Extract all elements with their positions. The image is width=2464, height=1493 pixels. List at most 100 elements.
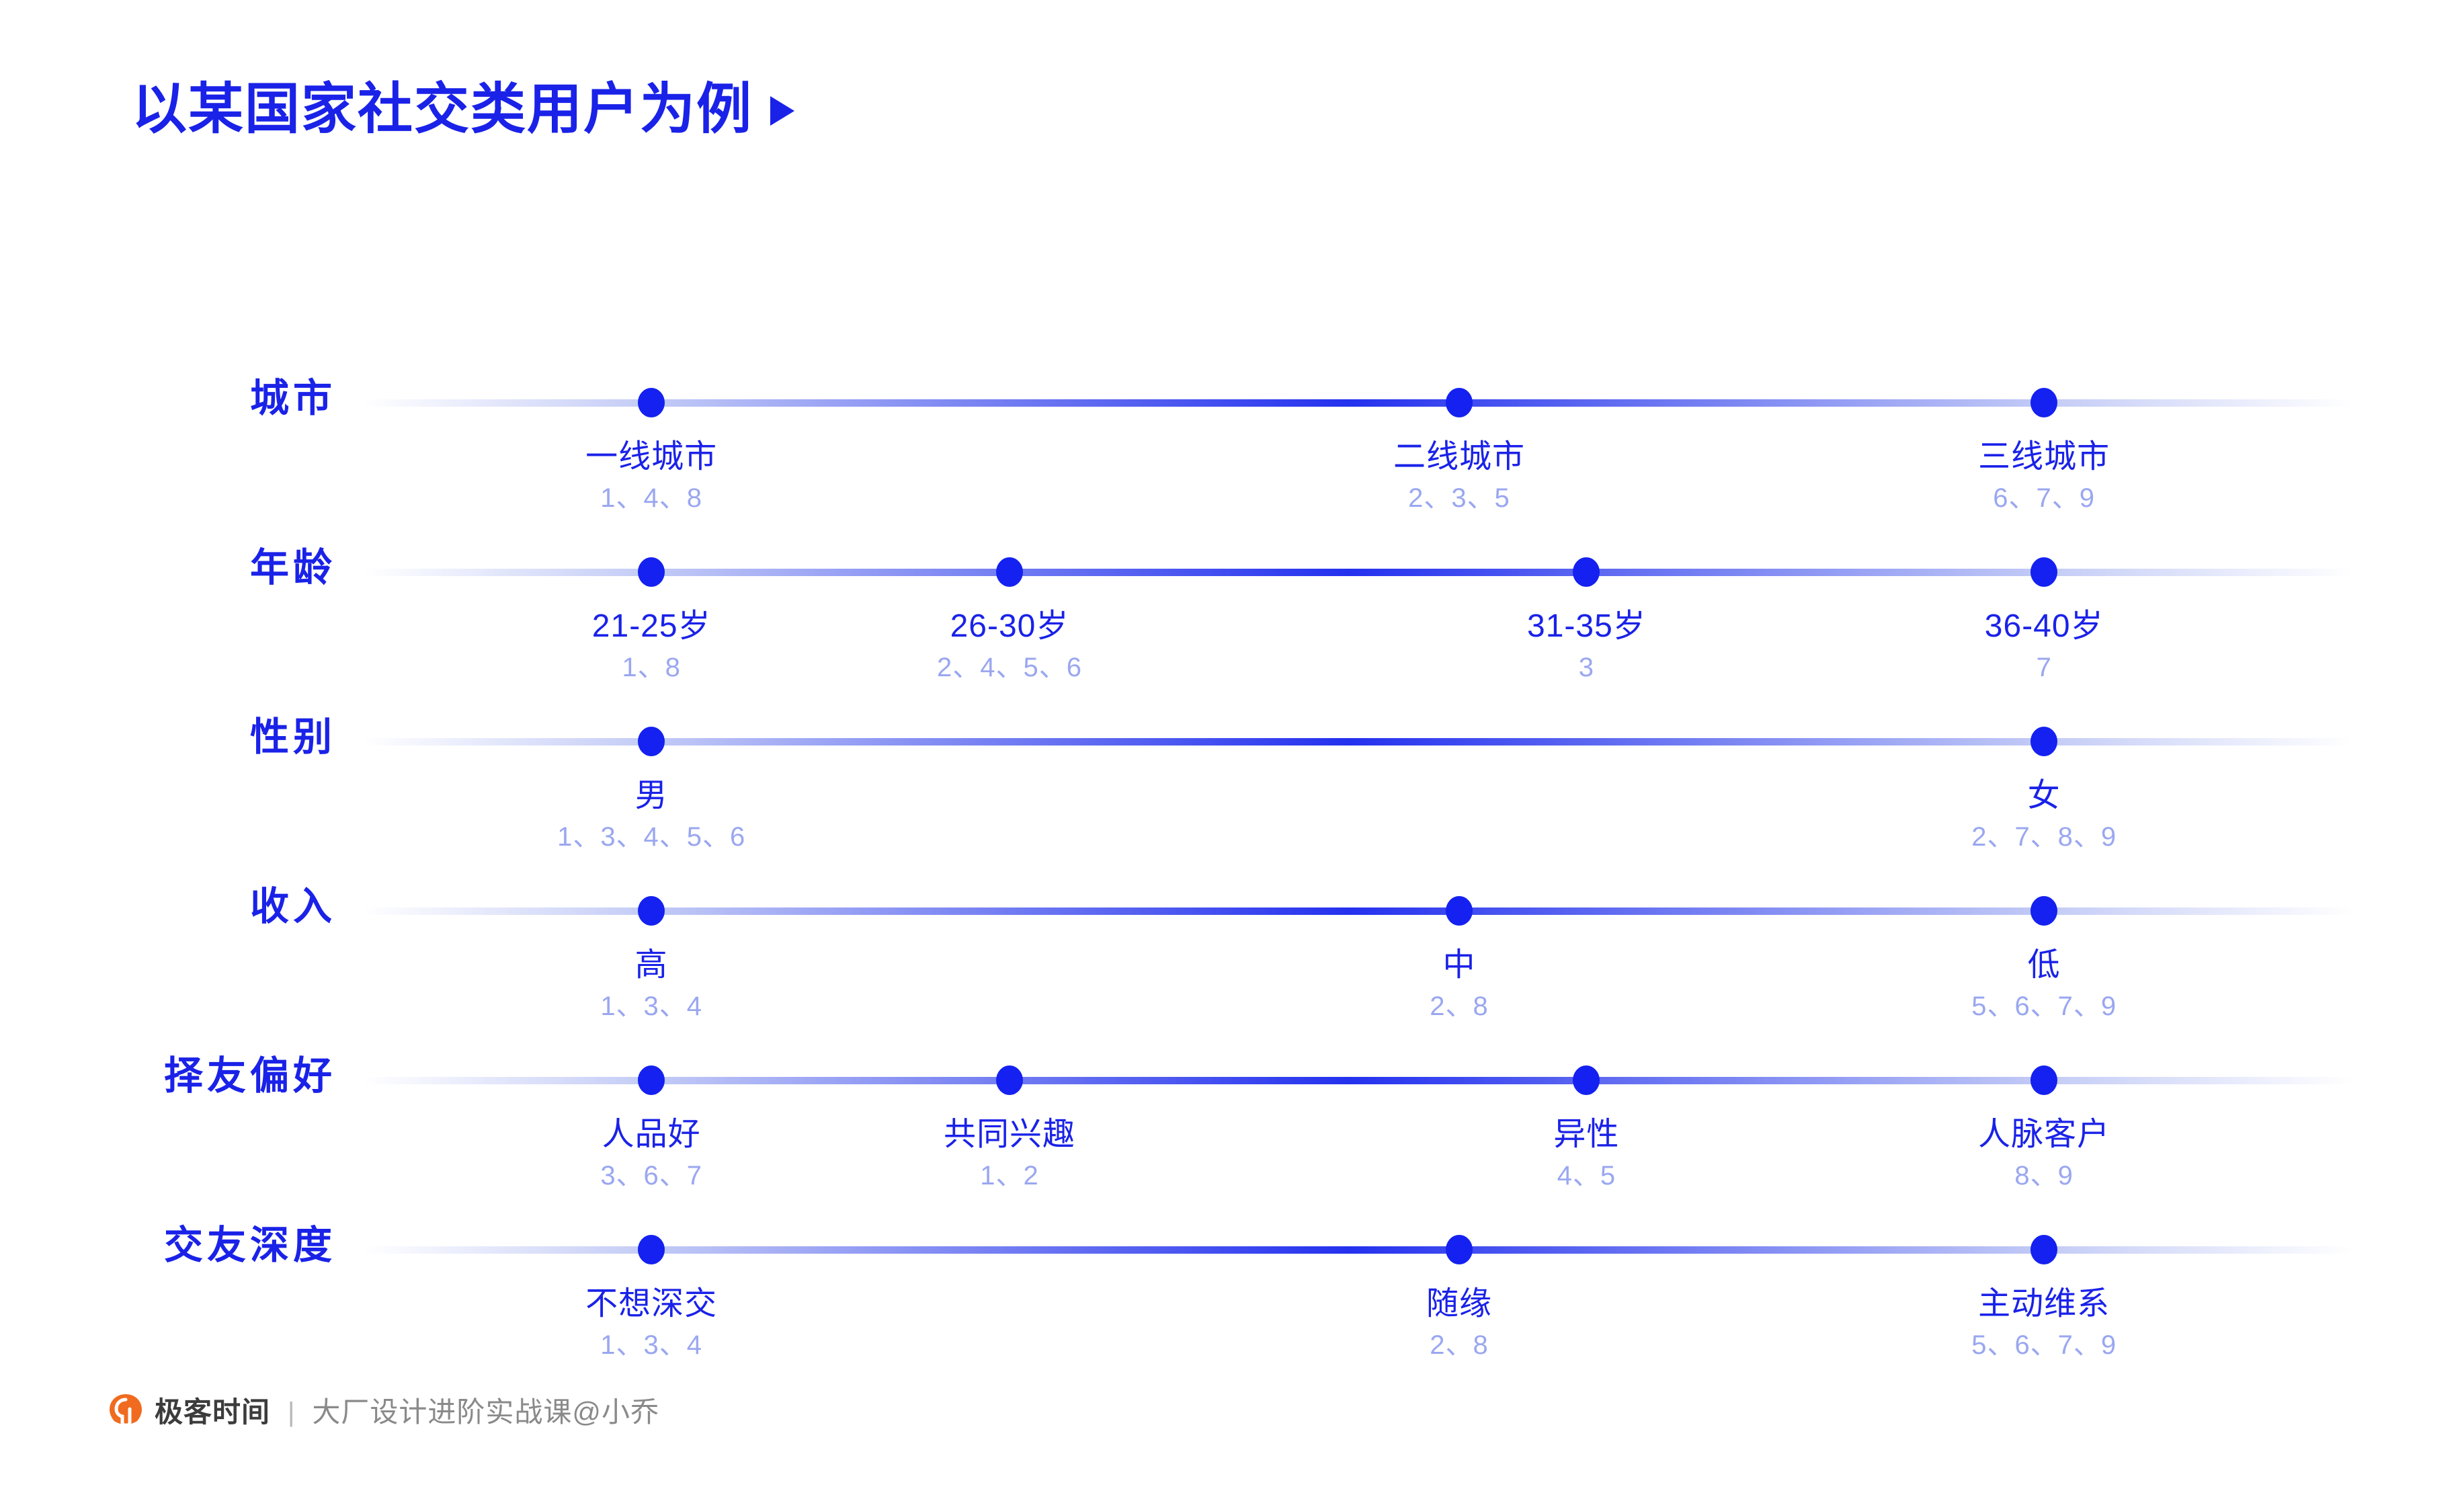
axis-point-name: 人脉客户 bbox=[1978, 1117, 2110, 1152]
axis-row: 城市一线城市 1、4、8 二线城市 2、3、5 三线城市 6、7、9 bbox=[0, 376, 2464, 551]
axis-point-name: 31-35岁 bbox=[1527, 608, 1646, 644]
footer-brand: 极客时间 bbox=[155, 1396, 271, 1428]
axis-point-dot[interactable] bbox=[2030, 1235, 2058, 1264]
axis-point-dot[interactable] bbox=[1573, 1065, 1600, 1095]
axis-point-name: 21-25岁 bbox=[591, 608, 711, 644]
axis-point[interactable]: 26-30岁 2、4、5、6 bbox=[937, 608, 1082, 685]
axis-line bbox=[363, 569, 2352, 576]
axis-point[interactable]: 女 2、7、8、9 bbox=[1971, 777, 2117, 854]
axis-point-name: 不想深交 bbox=[585, 1286, 718, 1322]
axis-point-ids: 1、3、4 bbox=[600, 1330, 703, 1361]
axis-point-dot[interactable] bbox=[638, 727, 665, 756]
axis-point[interactable]: 36-40岁 7 bbox=[1985, 608, 2104, 685]
axis-point-name: 男 bbox=[634, 778, 668, 813]
axis-point-name: 中 bbox=[1442, 947, 1476, 983]
axis-point-name: 人品好 bbox=[602, 1117, 701, 1152]
footer-course-name: 大厂设计进阶实战课@小乔 bbox=[312, 1396, 660, 1428]
axis-point-dot[interactable] bbox=[1445, 896, 1473, 926]
axis-point-ids: 2、3、5 bbox=[1408, 483, 1510, 514]
axis-line bbox=[363, 907, 2352, 915]
axis-point-dot[interactable] bbox=[2030, 557, 2058, 587]
axis-point-ids: 6、7、9 bbox=[1993, 483, 2096, 514]
page-title: 以某国家社交类用户为例 bbox=[132, 82, 795, 137]
axis-point-dot[interactable] bbox=[1445, 388, 1473, 417]
axis-row-label: 年龄 bbox=[249, 546, 336, 590]
axis-point-ids: 8、9 bbox=[2014, 1161, 2073, 1191]
axis-point-ids: 2、4、5、6 bbox=[937, 653, 1082, 683]
axis-point[interactable]: 共同兴趣 1、2 bbox=[944, 1116, 1075, 1193]
axis-point-ids: 1、3、4、5、6 bbox=[557, 822, 746, 852]
axis-point-dot[interactable] bbox=[638, 1235, 665, 1264]
footer: 极客时间 | 大厂设计进阶实战课@小乔 bbox=[108, 1393, 659, 1432]
axis-point[interactable]: 主动维系 5、6、7、9 bbox=[1971, 1285, 2117, 1363]
axis-point[interactable]: 人脉客户 8、9 bbox=[1978, 1116, 2110, 1193]
axis-point-name: 三线城市 bbox=[1978, 439, 2110, 475]
axis-point-name: 随缘 bbox=[1426, 1286, 1492, 1322]
axis-point-name: 二线城市 bbox=[1393, 439, 1525, 475]
axis-point-dot[interactable] bbox=[638, 1065, 665, 1095]
axis-row-label: 择友偏好 bbox=[163, 1054, 336, 1098]
axis-point[interactable]: 不想深交 1、3、4 bbox=[585, 1285, 717, 1363]
axis-point-ids: 1、2 bbox=[980, 1161, 1039, 1191]
axis-point[interactable]: 一线城市 1、4、8 bbox=[585, 438, 717, 516]
axis-row: 交友深度不想深交 1、3、4 随缘 2、8 主动维系 5、6、7、9 bbox=[0, 1223, 2464, 1398]
axis-point-dot[interactable] bbox=[638, 557, 665, 587]
axis-point-ids: 1、4、8 bbox=[600, 483, 703, 514]
axis-point-ids: 2、8 bbox=[1430, 992, 1489, 1022]
axis-point-dot[interactable] bbox=[2030, 896, 2058, 926]
axis-line bbox=[363, 1246, 2352, 1254]
axis-point-ids: 7 bbox=[2036, 653, 2052, 683]
axis-point-ids: 3 bbox=[1578, 653, 1595, 683]
axis-point[interactable]: 男 1、3、4、5、6 bbox=[557, 777, 745, 854]
axis-row: 择友偏好人品好 3、6、7 共同兴趣 1、2 异性 4、5 人脉客户 8、9 bbox=[0, 1054, 2464, 1229]
axis-point[interactable]: 二线城市 2、3、5 bbox=[1393, 438, 1525, 516]
axis-point-dot[interactable] bbox=[638, 896, 665, 926]
axis-point[interactable]: 随缘 2、8 bbox=[1426, 1285, 1492, 1363]
axis-row-label: 收入 bbox=[249, 885, 336, 928]
axis-row-label: 交友深度 bbox=[163, 1223, 336, 1267]
axis-point-name: 一线城市 bbox=[585, 439, 718, 475]
axis-line bbox=[363, 1077, 2352, 1084]
axis-point-name: 主动维系 bbox=[1978, 1286, 2110, 1322]
axis-line bbox=[363, 399, 2352, 407]
axis-point-dot[interactable] bbox=[996, 557, 1023, 587]
axis-point-dot[interactable] bbox=[2030, 727, 2058, 756]
axis-point-name: 女 bbox=[2027, 778, 2061, 813]
axis-point-name: 共同兴趣 bbox=[943, 1117, 1076, 1152]
axis-row: 性别男 1、3、4、5、6 女 2、7、8、9 bbox=[0, 715, 2464, 890]
axis-point-ids: 2、8 bbox=[1430, 1330, 1489, 1361]
axis-row-label: 城市 bbox=[249, 376, 336, 420]
axis-point-dot[interactable] bbox=[2030, 1065, 2058, 1095]
axis-point-dot[interactable] bbox=[2030, 388, 2058, 417]
axis-point-name: 36-40岁 bbox=[1984, 608, 2104, 644]
axis-point[interactable]: 中 2、8 bbox=[1430, 946, 1489, 1024]
footer-separator: | bbox=[288, 1398, 295, 1427]
axis-line bbox=[363, 738, 2352, 745]
axis-point-dot[interactable] bbox=[1445, 1235, 1473, 1264]
axis-point-ids: 2、7、8、9 bbox=[1971, 822, 2117, 852]
axis-point-ids: 5、6、7、9 bbox=[1971, 1330, 2117, 1361]
play-triangle-icon bbox=[770, 96, 795, 126]
axis-point-ids: 5、6、7、9 bbox=[1971, 992, 2117, 1022]
axis-row-label: 性别 bbox=[249, 715, 336, 759]
axis-point-name: 26-30岁 bbox=[950, 608, 1069, 644]
axis-point-name: 高 bbox=[634, 947, 668, 983]
axis-point-dot[interactable] bbox=[1573, 557, 1600, 587]
axis-point-name: 低 bbox=[2027, 947, 2061, 983]
axis-point-ids: 3、6、7 bbox=[600, 1161, 703, 1191]
axis-point[interactable]: 31-35岁 3 bbox=[1527, 608, 1646, 685]
axis-point[interactable]: 异性 4、5 bbox=[1553, 1116, 1619, 1193]
geekbang-logo-icon bbox=[108, 1393, 144, 1432]
axis-point-dot[interactable] bbox=[638, 388, 665, 417]
axis-point-ids: 4、5 bbox=[1557, 1161, 1616, 1191]
axis-point-name: 异性 bbox=[1553, 1117, 1620, 1152]
axis-point[interactable]: 人品好 3、6、7 bbox=[600, 1116, 702, 1193]
axis-point-dot[interactable] bbox=[996, 1065, 1023, 1095]
axis-point[interactable]: 三线城市 6、7、9 bbox=[1978, 438, 2110, 516]
axis-point[interactable]: 低 5、6、7、9 bbox=[1971, 946, 2117, 1024]
